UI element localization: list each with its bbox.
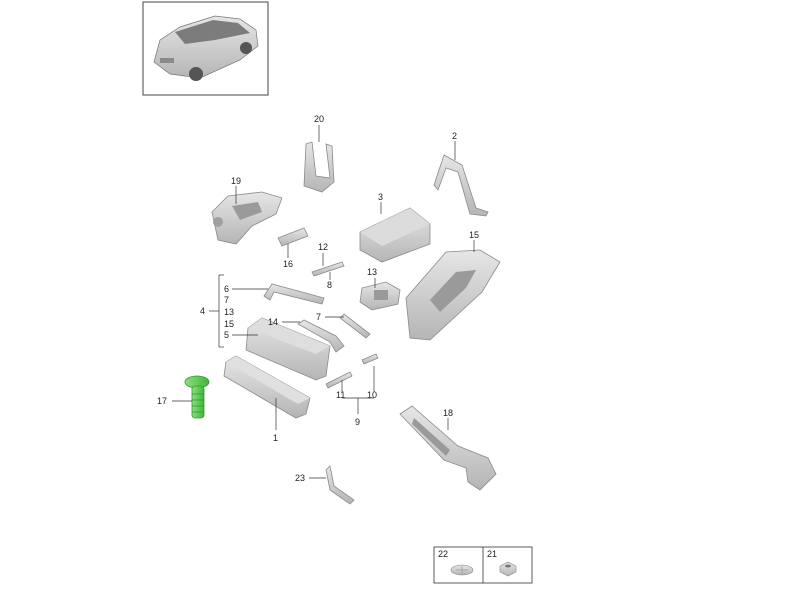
part-11-bit (325, 371, 353, 389)
callout-21: 21 (487, 549, 497, 559)
callout-6: 6 (224, 284, 229, 294)
part-20-bracket (303, 141, 335, 193)
part-7-pin (339, 313, 371, 339)
vehicle-thumbnail (142, 1, 269, 96)
callout-labels: 20 2 3 19 16 12 8 13 15 6 7 4 13 15 5 14… (157, 114, 479, 483)
part-12-tool (311, 261, 345, 277)
callout-1: 1 (273, 433, 278, 443)
part-19-foam-holder (211, 191, 283, 245)
part-18-jack (399, 405, 497, 491)
callout-22: 22 (438, 549, 448, 559)
part-15-tray (405, 249, 501, 341)
callout-12: 12 (318, 242, 328, 252)
callout-23: 23 (295, 473, 305, 483)
part-6-wrench (263, 283, 325, 305)
callout-3: 3 (378, 192, 383, 202)
part-10-bit (361, 353, 379, 365)
part-1-foam-strip (223, 355, 311, 419)
callout-17: 17 (157, 396, 167, 406)
callout-11: 11 (336, 390, 345, 400)
callout-19: 19 (231, 176, 241, 186)
leader-lines (172, 125, 475, 479)
part-2-strap (433, 154, 489, 217)
callout-20: 20 (314, 114, 324, 124)
part-14-towing-eye (297, 319, 345, 353)
callout-18: 18 (443, 408, 453, 418)
callout-13-left: 13 (224, 307, 234, 317)
small-parts-box: 22 21 (433, 546, 533, 584)
callout-10: 10 (367, 390, 377, 400)
part-22-clip (450, 564, 474, 576)
part-21-nut (499, 561, 517, 577)
callout-5: 5 (224, 330, 229, 340)
callout-7-left: 7 (224, 295, 229, 305)
callout-14: 14 (268, 317, 278, 327)
callout-7-center: 7 (316, 312, 321, 322)
part-13-bracket (359, 281, 401, 311)
callout-4: 4 (200, 306, 205, 316)
part-16-clips (277, 227, 309, 247)
callout-15-right: 15 (469, 230, 479, 240)
callout-9: 9 (355, 417, 360, 427)
callout-8: 8 (327, 280, 332, 290)
callout-13-right: 13 (367, 267, 377, 277)
callout-15-left: 15 (224, 319, 234, 329)
callout-2: 2 (452, 131, 457, 141)
part-5-foam-block (245, 317, 331, 381)
callout-16: 16 (283, 259, 293, 269)
part-3-case (359, 207, 431, 263)
part-17-fastener-highlighted (184, 375, 210, 419)
part-23-rod (325, 465, 355, 505)
